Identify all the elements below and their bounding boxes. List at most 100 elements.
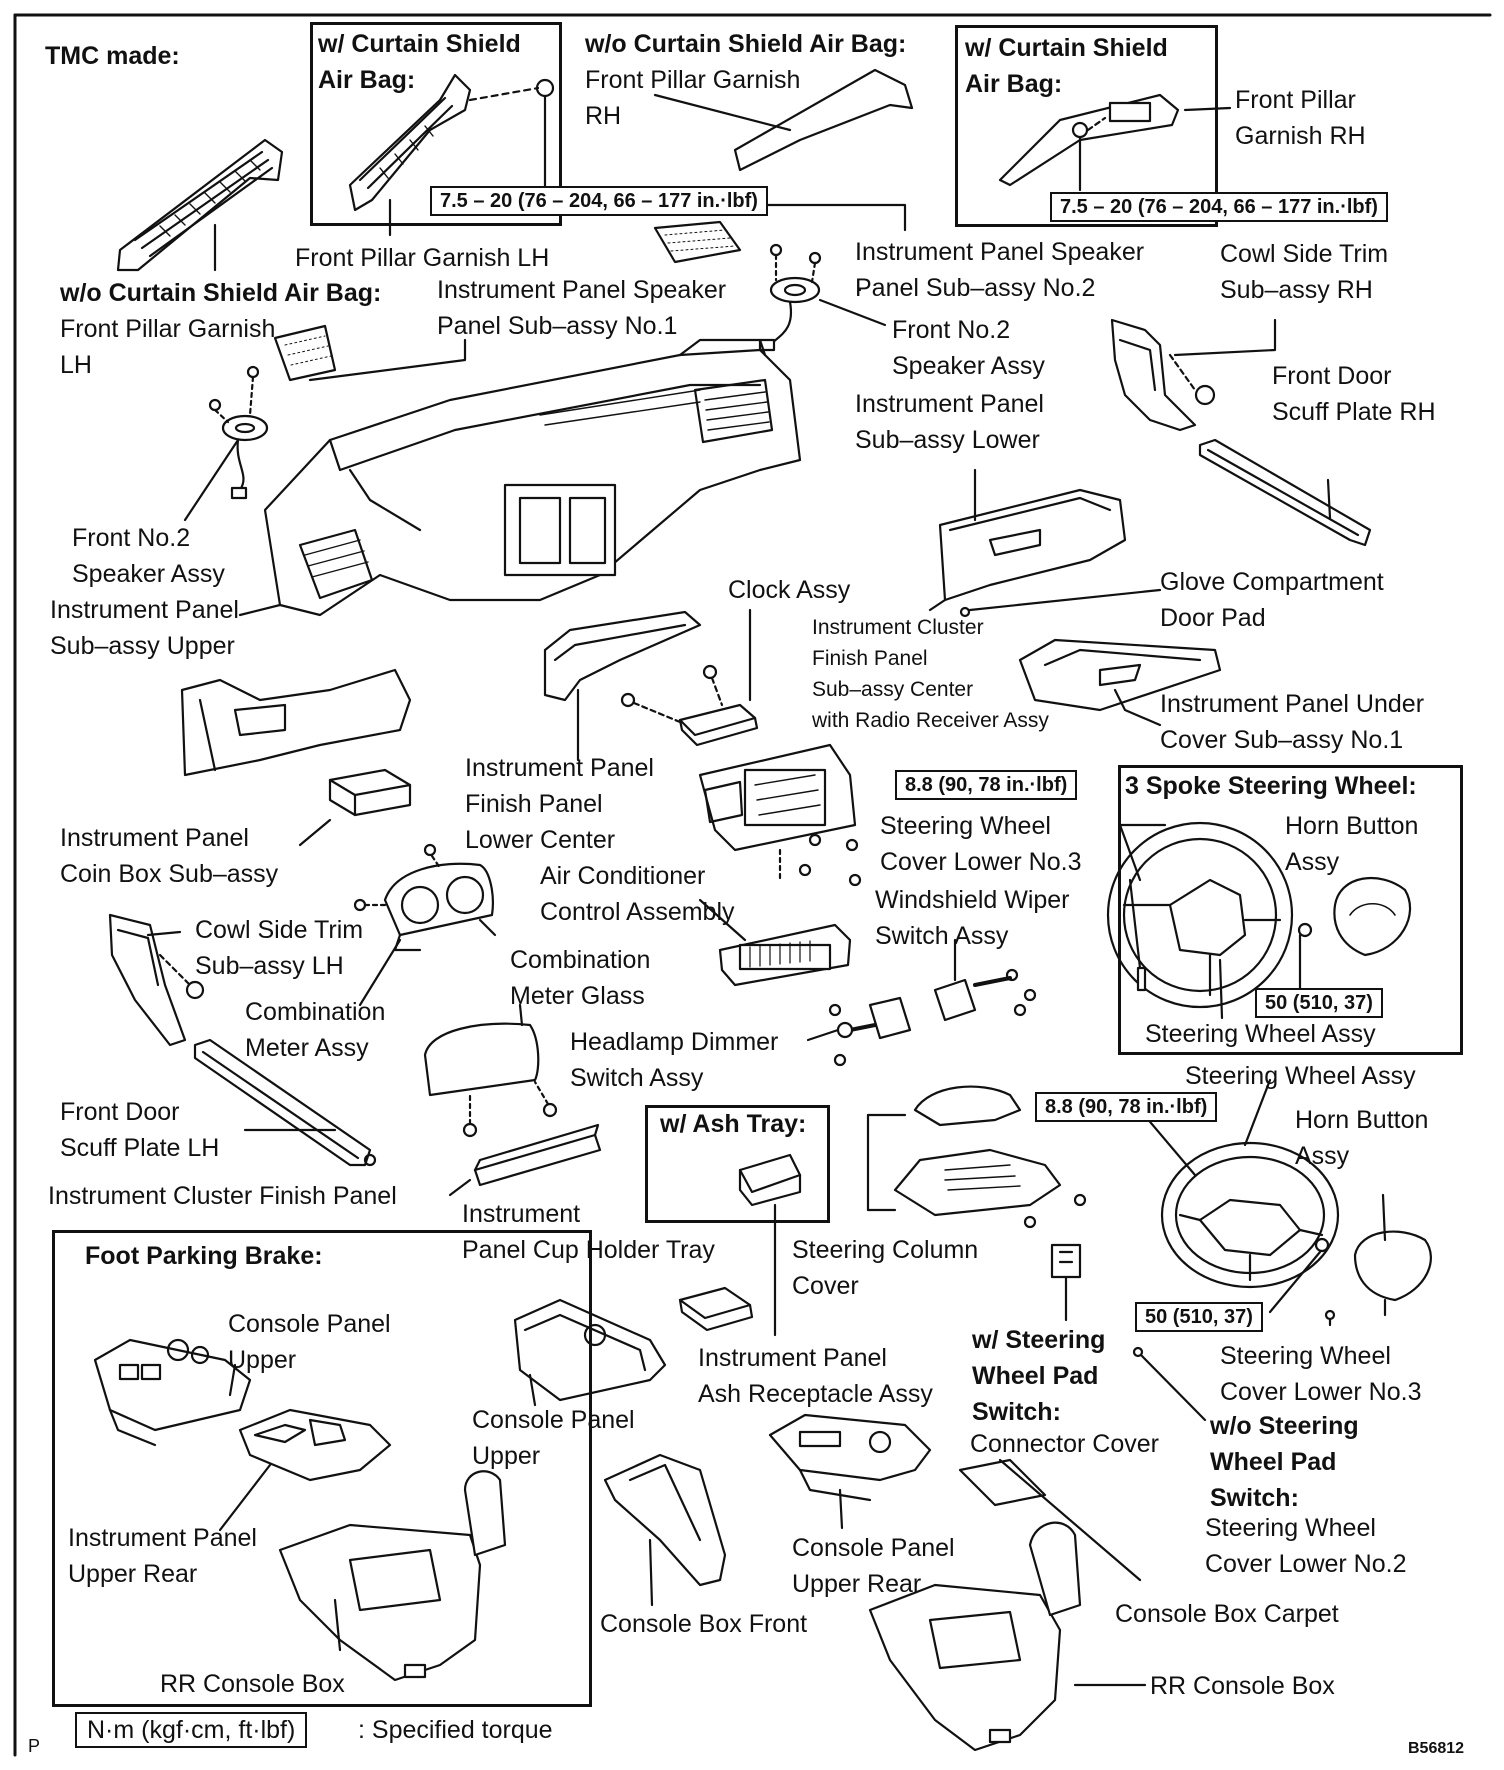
front-no2-speaker-right-part <box>758 243 887 352</box>
ash-tray-part <box>738 1153 802 1207</box>
torque-3spoke-lower: 50 (510, 37) <box>1255 988 1383 1018</box>
cluster-finish-panel-center-part <box>698 743 862 887</box>
steering-wheel-lower-part <box>1132 1078 1432 1422</box>
corner-mark: P <box>28 1736 41 1756</box>
console-box-front-part <box>603 1453 727 1607</box>
ash-tray-heading: w/ Ash Tray: <box>660 1110 807 1138</box>
label-connector-cover: Connector Cover <box>970 1430 1159 1458</box>
finish-panel-lower-center-part <box>543 610 702 762</box>
label-front-pillar-garnish-lh: Front Pillar Garnish LH <box>295 244 550 272</box>
combination-meter-part <box>353 843 497 1007</box>
legend-text: : Specified torque <box>358 1716 553 1744</box>
label-wo-curtain-lh: w/o Curtain Shield Air Bag:Front Pillar … <box>60 279 382 379</box>
cup-holder-tray-part <box>678 1203 777 1337</box>
torque-pillar-lh: 7.5 – 20 (76 – 204, 66 – 177 in.·lbf) <box>430 186 768 216</box>
label-rr-console-box-b: RR Console Box <box>1150 1672 1335 1700</box>
foot-parking-brake-box <box>52 1230 592 1707</box>
header-title: TMC made: <box>45 42 180 70</box>
torque-3spoke-upper: 8.8 (90, 78 in.·lbf) <box>895 770 1078 800</box>
clock-assy-part <box>620 608 759 747</box>
left-lower-panel-part <box>180 668 412 777</box>
speaker-panel-no2-part <box>578 203 907 264</box>
label-steering-wheel-assy-a: Steering Wheel Assy <box>1145 1020 1376 1048</box>
torque-pillar-rh: 7.5 – 20 (76 – 204, 66 – 177 in.·lbf) <box>1050 192 1388 222</box>
curtain-lh-garnish-part <box>348 73 555 237</box>
connector-cover-part <box>1050 1243 1082 1322</box>
three-spoke-wheel-box <box>1118 765 1463 1055</box>
label-console-box-front: Console Box Front <box>600 1610 808 1638</box>
fpb-console-panel-upper-part <box>93 1338 252 1447</box>
front-pillar-garnish-rh-part <box>653 68 914 172</box>
foot-parking-brake-heading: Foot Parking Brake: <box>85 1242 323 1270</box>
label-steering-wheel-assy-b: Steering Wheel Assy <box>1185 1062 1416 1090</box>
legend-unit-box: N·m (kgf·cm, ft·lbf) <box>75 1712 308 1748</box>
cowl-side-trim-rh-part <box>1110 318 1277 432</box>
label-rr-console-box-a: RR Console Box <box>160 1670 345 1698</box>
cowl-side-trim-lh-part <box>108 913 205 1047</box>
wiper-switch-part <box>933 938 1037 1022</box>
front-door-scuff-lh-part <box>193 1038 377 1167</box>
curtain-rh-garnish-part <box>998 93 1232 192</box>
combination-meter-glass-part <box>423 1003 558 1138</box>
rr-console-box-right-part <box>868 1521 1147 1752</box>
label-console-box-carpet: Console Box Carpet <box>1115 1600 1339 1628</box>
label-clock-assy: Clock Assy <box>728 576 851 604</box>
fpb-rr-console-box-part <box>278 1470 507 1682</box>
coin-box-part <box>298 768 412 847</box>
front-pillar-garnish-lh-part <box>116 138 284 272</box>
curtain-lh-box <box>310 22 562 226</box>
cluster-finish-panel-part <box>448 1123 602 1197</box>
console-panel-upper-right-part <box>768 1413 932 1530</box>
ash-tray-box <box>645 1105 830 1223</box>
instrument-panel-upper-part <box>238 338 802 617</box>
fpb-upper-rear-part <box>218 1408 392 1532</box>
three-spoke-heading: 3 Spoke Steering Wheel: <box>1125 772 1417 800</box>
front-door-scuff-rh-part <box>1198 438 1372 547</box>
torque-4spoke-upper: 8.8 (90, 78 in.·lbf) <box>1035 1092 1218 1122</box>
instrument-panel-lower-part <box>928 468 1162 618</box>
console-box-carpet-part <box>958 1458 1142 1582</box>
steering-column-cover-part <box>866 1085 1087 1229</box>
steering-wheel-upper-part <box>1106 821 1411 1020</box>
ac-control-part <box>698 898 852 987</box>
headlamp-dimmer-part <box>806 996 912 1067</box>
under-cover-no1-part <box>1018 638 1222 727</box>
figure-code: B56812 <box>1408 1740 1465 1757</box>
torque-4spoke-lower: 50 (510, 37) <box>1135 1302 1263 1332</box>
front-no2-speaker-left-part <box>183 324 467 522</box>
